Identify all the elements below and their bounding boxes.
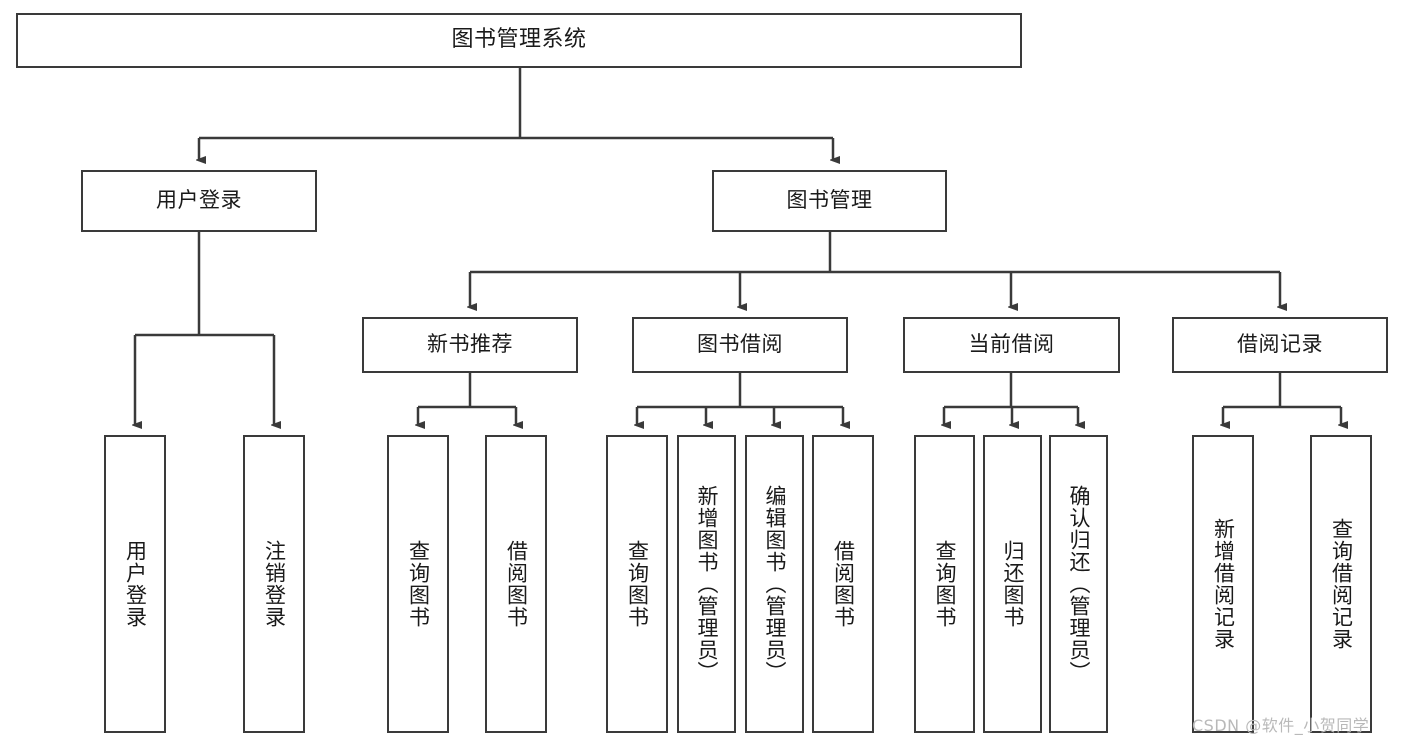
node-book-borrow[interactable]: 图书借阅 — [632, 317, 848, 373]
leaf-add-book-admin[interactable]: 新增图书（管理员） — [677, 435, 736, 733]
node-root[interactable]: 图书管理系统 — [16, 13, 1022, 68]
leaf-edit-book-admin[interactable]: 编辑图书（管理员） — [745, 435, 804, 733]
leaf-borrow-book-recommend[interactable]: 借阅图书 — [485, 435, 547, 733]
leaf-query-book-current[interactable]: 查询图书 — [914, 435, 975, 733]
leaf-return-book[interactable]: 归还图书 — [983, 435, 1042, 733]
leaf-add-borrow-record[interactable]: 新增借阅记录 — [1192, 435, 1254, 733]
node-user-login[interactable]: 用户登录 — [81, 170, 317, 232]
node-current-borrow[interactable]: 当前借阅 — [903, 317, 1120, 373]
node-book-management[interactable]: 图书管理 — [712, 170, 947, 232]
node-new-book-recommend[interactable]: 新书推荐 — [362, 317, 578, 373]
leaf-query-book-borrow[interactable]: 查询图书 — [606, 435, 668, 733]
leaf-query-borrow-record[interactable]: 查询借阅记录 — [1310, 435, 1372, 733]
leaf-logout[interactable]: 注销登录 — [243, 435, 305, 733]
leaf-query-book-recommend[interactable]: 查询图书 — [387, 435, 449, 733]
leaf-borrow-book[interactable]: 借阅图书 — [812, 435, 874, 733]
node-borrow-record[interactable]: 借阅记录 — [1172, 317, 1388, 373]
leaf-confirm-return-admin[interactable]: 确认归还（管理员） — [1049, 435, 1108, 733]
csdn-watermark: CSDN @软件_小贺同学 — [1192, 716, 1370, 735]
leaf-user-login[interactable]: 用户登录 — [104, 435, 166, 733]
